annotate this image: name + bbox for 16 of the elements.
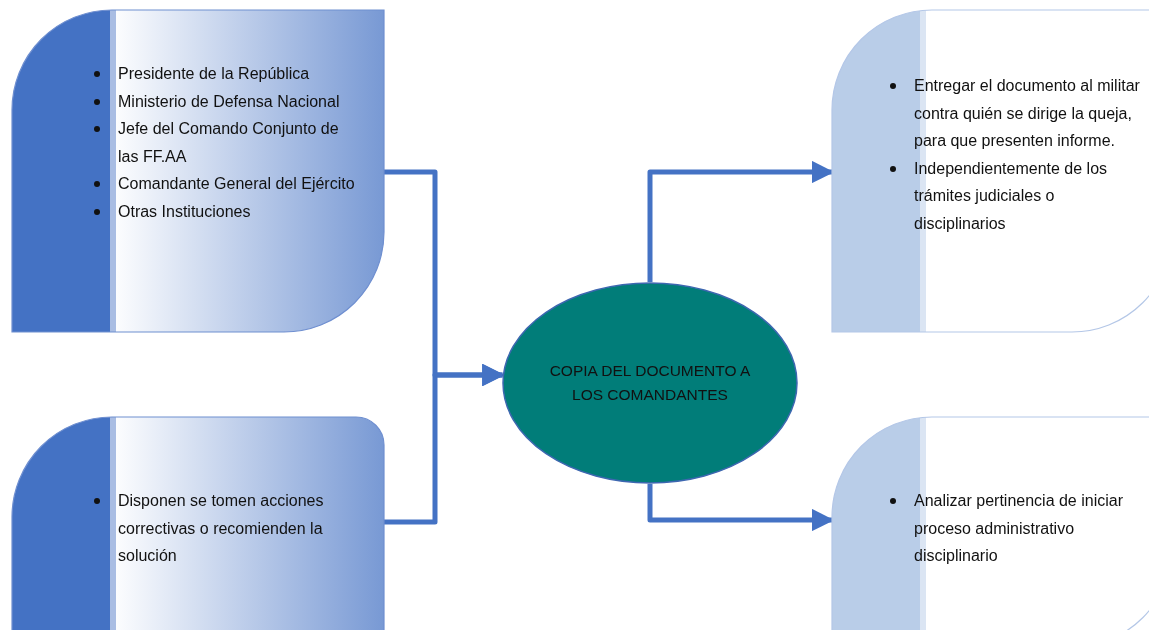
bullet-item: Disponen se tomen acciones correctivas o recomienden la solución — [92, 487, 360, 570]
process-ellipse — [502, 282, 798, 484]
arrow — [384, 363, 505, 525]
bullet-item: Otras Instituciones — [92, 197, 360, 225]
bullet-item: Independientemente de los trámites judiciales o disciplinarios — [888, 154, 1146, 237]
process-box — [12, 417, 384, 630]
bullet-item: Presidente de la República — [92, 60, 360, 88]
process-box — [832, 417, 1149, 630]
process-box — [12, 10, 384, 332]
bullet-item: Analizar pertinencia de iniciar proceso administrativo disciplinario — [888, 487, 1146, 570]
bullet-item: Entregar el documento al militar contra quién se dirige la queja, para que presenten informe. — [888, 72, 1146, 155]
bullet-item: Ministerio de Defensa Nacional — [92, 87, 360, 115]
node-label: COPIA DEL DOCUMENTO A LOS COMANDANTES — [548, 361, 752, 405]
bullet-item: Jefe del Comando Conjunto de las FF.AA — [92, 115, 360, 170]
bullet-item: Comandante General del Ejército — [92, 170, 360, 198]
process-box — [832, 10, 1149, 332]
